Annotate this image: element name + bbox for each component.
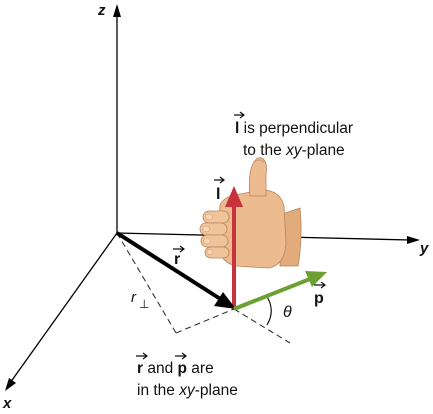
z-axis [113,4,121,233]
thumbs-up-hand-icon [199,157,302,269]
r-perp-label: r ⊥ [131,289,149,311]
svg-text:⊥: ⊥ [139,297,149,311]
svg-text:l is perpendicular: l is perpendicular [235,120,353,137]
position-vector-r [115,231,236,309]
z-axis-label: z [97,2,106,19]
theta-angle-arc [265,294,272,326]
top-caption: l is perpendicular to the xy-plane [234,111,353,159]
svg-text:to the xy-plane: to the xy-plane [243,142,345,159]
dashed-construction-lines [116,232,291,344]
l-vector-label: l [214,176,225,203]
p-vector-label: p [314,281,326,307]
bottom-caption: r and p are in the xy-plane [136,352,238,399]
y-axis-label: y [419,240,429,257]
svg-text:r: r [174,251,180,268]
svg-text:r: r [131,289,137,306]
svg-text:l: l [216,186,220,203]
theta-label: θ [283,304,292,321]
svg-text:r and p are: r and p are [137,360,214,377]
x-axis-label: x [2,395,12,412]
r-vector-label: r [173,245,185,268]
svg-text:in the xy-plane: in the xy-plane [137,382,238,399]
momentum-vector-p [233,271,327,311]
angular-momentum-vector-l [225,186,243,309]
svg-text:p: p [314,290,324,307]
x-axis [5,232,118,391]
